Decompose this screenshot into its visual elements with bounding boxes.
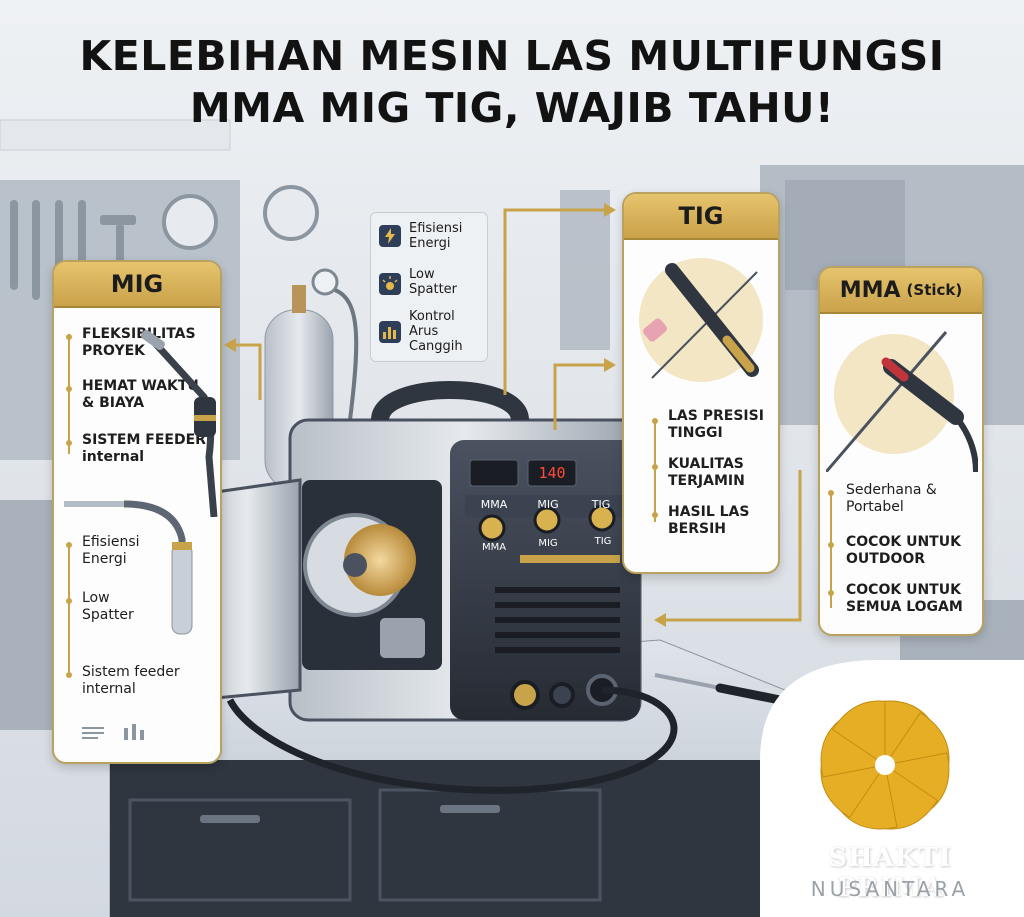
bullet-dot (652, 512, 658, 518)
gold-trim (520, 555, 620, 563)
bullet-dot (652, 464, 658, 470)
page-title: KELEBIHAN MESIN LAS MULTIFUNGSI MMA MIG … (0, 30, 1024, 134)
center-feature-box: Efisiensi Energi Low Spatter Kontrol Aru… (370, 212, 488, 362)
mig-gun-icon (64, 500, 193, 635)
brand-subtitle: NUSANTARA (810, 877, 970, 901)
tig-card: TIG LAS PRESISI TINGGI KUALITAS TERJAMIN… (622, 192, 780, 574)
vent-grille (495, 587, 620, 653)
bullet-dot (828, 590, 834, 596)
pressure-gauge-icon (162, 194, 218, 250)
mma-feature-2: COCOK UNTUK OUTDOOR (846, 534, 961, 567)
center-item-efisiensi: Efisiensi Energi (409, 221, 463, 251)
mig-top-line (68, 334, 70, 454)
bullet-dot (66, 542, 72, 548)
tig-line (654, 422, 656, 522)
spool-hub (343, 553, 367, 577)
panel-mode-mma: MMA (480, 498, 508, 511)
wire-feeder (380, 618, 425, 658)
bullet-dot (652, 418, 658, 424)
tig-knob (588, 504, 616, 532)
mig-card-title: MIG (110, 270, 164, 298)
tig-card-title: TIG (678, 202, 724, 230)
tig-card-header: TIG (624, 194, 778, 240)
cabinet-door-left (128, 798, 352, 902)
mma-card: MMA (Stick) Sederhana & Portabel COCOK U… (818, 266, 984, 636)
brand-name: SHAKTI PRIMA (828, 843, 952, 903)
table-cabinet (110, 760, 770, 917)
output-socket-1 (510, 680, 540, 710)
mma-knob (478, 514, 506, 542)
mma-feature-1: Sederhana & Portabel (846, 482, 937, 515)
screwdriver-shaft (654, 673, 721, 690)
screwdriver-handle (715, 683, 785, 705)
ceiling-light (0, 119, 231, 151)
mode-label-strip (465, 495, 625, 517)
mma-card-header: MMA (Stick) (820, 268, 982, 314)
bars-icon (379, 321, 401, 343)
mig-feature-2: HEMAT WAKTU & BIAYA (82, 378, 199, 411)
tig-torch-icon (639, 258, 763, 382)
connector-arrows (230, 208, 802, 622)
lightning-icon (379, 225, 401, 247)
output-socket-2 (549, 682, 575, 708)
bullet-dot (66, 440, 72, 446)
regulator-gauge-icon (311, 268, 339, 296)
center-item-kontrol: Kontrol Arus Canggih (409, 309, 463, 354)
center-item-spatter: Low Spatter (409, 267, 458, 297)
mig-feature-5: Low Spatter (82, 590, 134, 623)
knob-label-mig: MIG (538, 538, 558, 549)
title-line-2: MMA MIG TIG, WAJIB TAHU! (189, 84, 835, 132)
panel-mode-tig: TIG (591, 498, 611, 511)
mma-electrode-holder-icon (826, 331, 978, 472)
mig-bottom-line (68, 546, 70, 672)
mig-feature-1: FLEKSIBILITAS PROYEK (82, 326, 196, 359)
arrow-heads (224, 203, 666, 627)
knob-label-mma: MMA (481, 542, 507, 553)
cabinet-handle (200, 815, 260, 823)
mma-card-title: MMA (839, 277, 901, 303)
gas-hose (334, 288, 359, 421)
bullet-dot (66, 598, 72, 604)
mig-feature-4: Efisiensi Energi (82, 534, 140, 567)
panel-mode-mig: MIG (537, 498, 559, 511)
bullet-dot (66, 672, 72, 678)
cabinet-handle-2 (440, 805, 500, 813)
welding-cable (226, 686, 678, 794)
bullet-dot (828, 490, 834, 496)
title-line-1: KELEBIHAN MESIN LAS MULTIFUNGSI (79, 32, 945, 80)
tig-feature-1: LAS PRESISI TINGGI (668, 408, 764, 441)
display-right (527, 459, 577, 487)
cylinder-valve (292, 285, 306, 313)
display-left (469, 459, 519, 487)
wall-clock-icon (263, 185, 319, 241)
mig-card-header: MIG (54, 262, 220, 308)
mig-card: MIG FLEKSIBILITAS PROYEK HEMAT WAKTU & B… (52, 260, 222, 764)
shakti-prima-logo-icon (820, 700, 950, 830)
tig-feature-3: HASIL LAS BERSIH (668, 504, 750, 537)
machine-handle (371, 381, 529, 423)
mig-feature-6: Sistem feeder internal (82, 664, 180, 697)
tig-feature-2: KUALITAS TERJAMIN (668, 456, 745, 489)
mig-torch-icon (141, 330, 218, 517)
batik-panel-left (560, 190, 610, 350)
mig-knob (533, 506, 561, 534)
spark-icon (379, 273, 401, 295)
menu-lines-icon (82, 724, 144, 740)
bullet-dot (66, 334, 72, 340)
mig-feature-3: SISTEM FEEDER internal (82, 432, 206, 465)
bullet-dot (66, 386, 72, 392)
copper-wire-coil (344, 524, 416, 596)
mma-feature-3: COCOK UNTUK SEMUA LOGAM (846, 582, 963, 615)
panel-display-value: 140 (538, 464, 566, 482)
mma-card-subtitle: (Stick) (906, 281, 963, 299)
knob-label-tig: TIG (594, 536, 612, 547)
bullet-dot (828, 542, 834, 548)
mma-line (830, 494, 832, 608)
